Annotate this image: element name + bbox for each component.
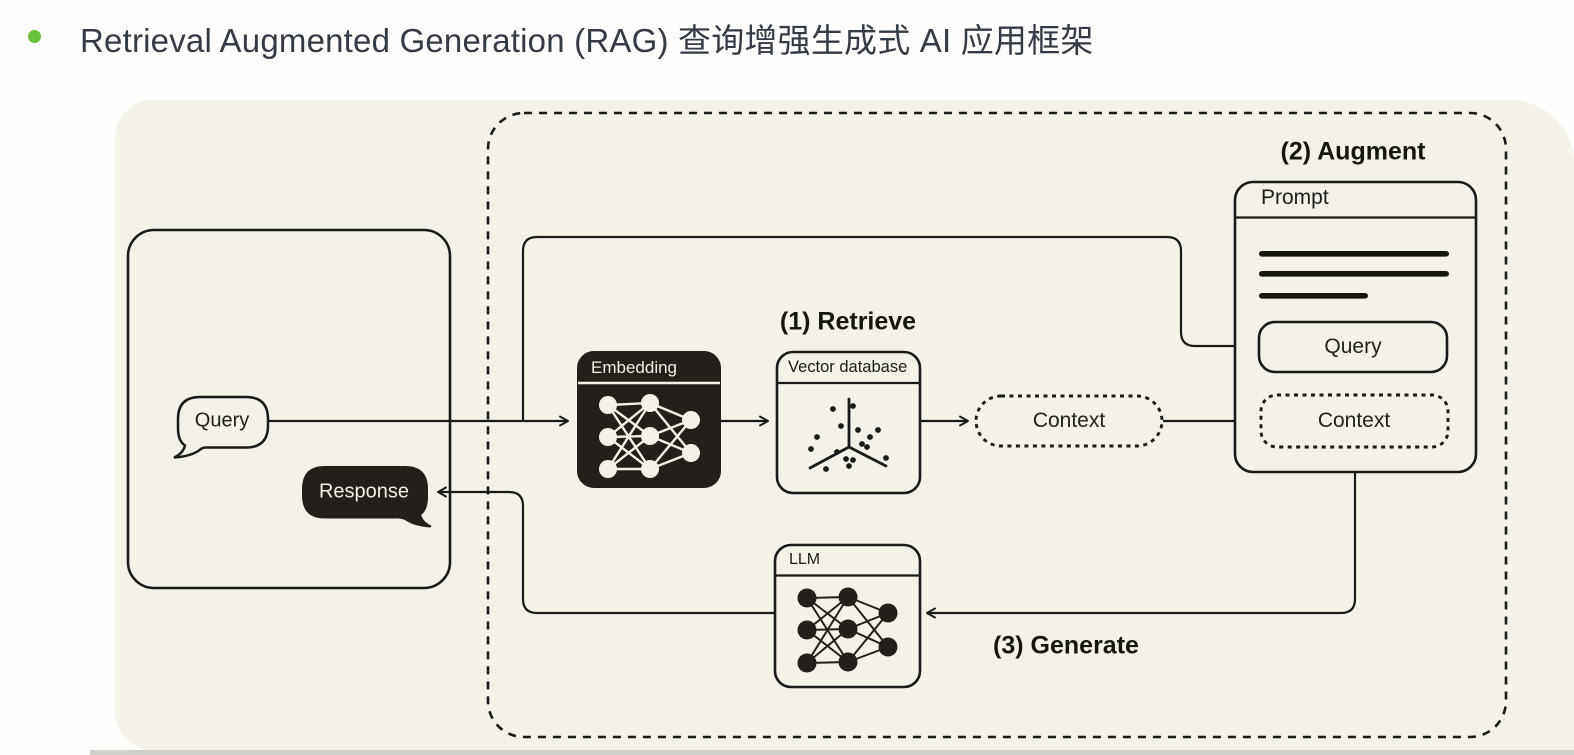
context-pill <box>974 394 1164 448</box>
slide-title-row: Retrieval Augmented Generation (RAG) 查询增… <box>0 0 1574 70</box>
bottom-edge-strip <box>90 750 1574 755</box>
bullet-icon <box>28 30 41 43</box>
scatter-axes-icon <box>808 397 889 472</box>
vector-database-title: Vector database <box>788 358 908 376</box>
embedding-box <box>577 351 721 488</box>
arrow-query-to-prompt <box>521 235 1250 421</box>
vector-database-box <box>775 350 922 495</box>
client-box <box>126 228 452 590</box>
neural-network-icon <box>599 394 700 478</box>
response-bubble-label: Response <box>318 480 410 503</box>
prompt-text-lines <box>1259 251 1449 299</box>
prompt-context-label: Context <box>1317 409 1391 432</box>
pipeline-dashed-container <box>486 111 1508 739</box>
step-generate-label: (3) Generate <box>993 631 1139 660</box>
prompt-query-box <box>1257 320 1449 374</box>
llm-neural-network-icon <box>797 587 898 673</box>
step-retrieve-label: (1) Retrieve <box>779 307 917 336</box>
context-pill-label: Context <box>1032 409 1106 432</box>
page-title: Retrieval Augmented Generation (RAG) 查询增… <box>80 22 1094 59</box>
query-bubble-label: Query <box>194 409 250 432</box>
connectors <box>268 235 1357 619</box>
step-augment-label: (2) Augment <box>1280 137 1426 166</box>
query-bubble <box>173 395 270 459</box>
arrow-llm-to-response <box>437 486 775 615</box>
response-bubble <box>302 466 432 528</box>
arrow-prompt-to-llm <box>926 472 1357 619</box>
llm-box <box>773 543 922 689</box>
prompt-context-box <box>1259 393 1450 449</box>
embedding-title: Embedding <box>591 358 678 377</box>
llm-title: LLM <box>789 551 821 568</box>
prompt-title: Prompt <box>1261 186 1329 209</box>
prompt-box <box>1233 180 1478 474</box>
prompt-query-label: Query <box>1324 335 1382 358</box>
